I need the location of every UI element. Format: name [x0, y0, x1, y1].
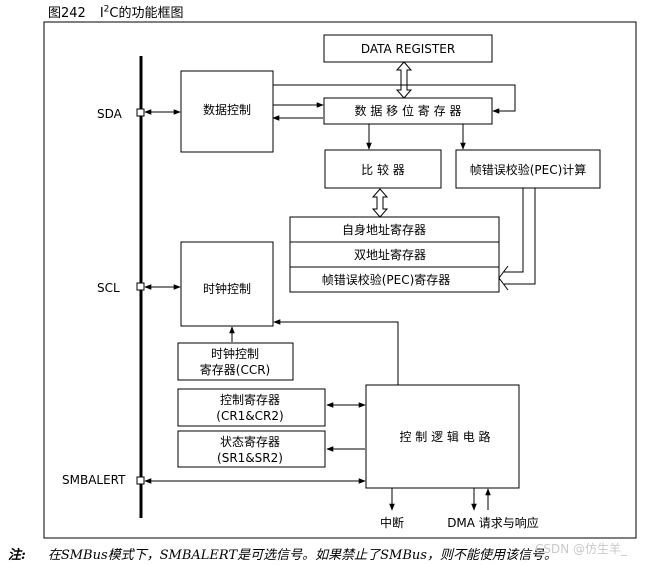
data-register-box	[323, 34, 493, 63]
comparator-label: 比 较 器	[361, 162, 405, 177]
pec-calc-line-a	[504, 188, 524, 273]
comparator-address-arrow	[371, 188, 389, 218]
pec-calc-arrowhead	[498, 265, 509, 291]
data-control-label: 数据控制	[203, 102, 251, 117]
pin-sda-node	[136, 108, 145, 117]
cr-label-line1: 控制寄存器	[220, 392, 280, 407]
data-register-label: DATA REGISTER	[361, 42, 455, 56]
dma-label: DMA 请求与响应	[447, 515, 539, 530]
register-transfer-arrow	[395, 61, 413, 99]
shift-register-box	[323, 97, 493, 125]
shift-feedback-loop	[273, 84, 516, 114]
figure-title: I2C的功能框图	[99, 4, 184, 21]
outer-frame	[43, 21, 637, 539]
figure-number: 图242	[48, 6, 86, 21]
pec-calc-box	[455, 149, 601, 189]
ccr-label-line1: 时钟控制	[211, 346, 259, 361]
clock-control-box	[180, 241, 274, 327]
address-register-stack	[289, 216, 500, 293]
logic-to-clock	[273, 319, 399, 385]
sr-label-line1: 状态寄存器	[220, 434, 280, 449]
pin-scl-node	[136, 282, 145, 291]
ccr-box	[177, 342, 294, 381]
shift-register-label: 数 据 移 位 寄 存 器	[355, 103, 462, 118]
data-control-box	[180, 70, 274, 153]
pec-register-label: 帧错误校验(PEC)寄存器	[322, 272, 451, 287]
cr-box	[177, 388, 326, 427]
sr-label-line2: (SR1&SR2)	[217, 451, 283, 465]
pin-smbalert-label: SMBALERT	[62, 473, 126, 487]
pin-smbalert-node	[136, 476, 145, 485]
figure-caption: 图242 I2C的功能框图	[48, 2, 183, 21]
footnote-label: 注:	[8, 548, 26, 563]
footnote: 注: 在SMBus模式下，SMBALERT是可选信号。如果禁止了SMBus，则不能…	[8, 544, 557, 563]
dual-address-label: 双地址寄存器	[354, 247, 426, 262]
control-logic-label: 控 制 逻 辑 电 路	[399, 429, 490, 444]
pin-scl-label: SCL	[97, 281, 120, 295]
comparator-box	[324, 149, 442, 189]
ccr-label-line2: 寄存器(CCR)	[200, 362, 270, 377]
own-address-label: 自身地址寄存器	[342, 222, 426, 237]
pin-sda-label: SDA	[97, 107, 123, 121]
footnote-text: 在SMBus模式下，SMBALERT是可选信号。如果禁止了SMBus，则不能使用…	[47, 548, 557, 563]
sr-box	[177, 430, 326, 468]
pec-calc-label: 帧错误校验(PEC)计算	[470, 162, 587, 177]
control-logic-box	[365, 384, 520, 489]
cr-label-line2: (CR1&CR2)	[216, 409, 283, 423]
clock-control-label: 时钟控制	[203, 281, 251, 296]
interrupt-label: 中断	[380, 515, 404, 530]
pec-calc-line-b	[504, 188, 536, 285]
watermark: CSDN @仿生羊_	[535, 542, 628, 556]
